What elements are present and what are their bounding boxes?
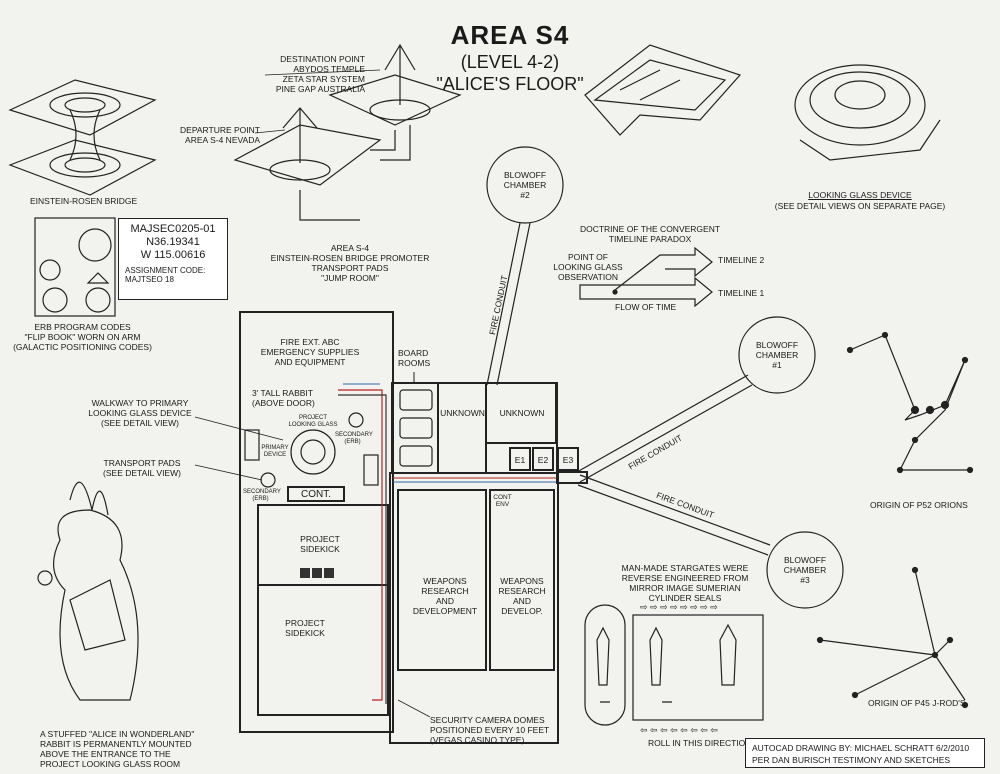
jrod-constellation (816, 566, 969, 709)
blowoff-chamber-2 (486, 146, 564, 224)
transport-leader (194, 464, 263, 481)
rabbit-note: A STUFFED "ALICE IN WONDERLAND"RABBIT IS… (40, 729, 195, 769)
roll-arrows: ⇨ ⇨ ⇨ ⇨ ⇨ ⇨ ⇨ ⇨ ⇦ ⇦ ⇦ ⇦ ⇦ ⇦ ⇦ ⇦ (640, 602, 718, 735)
jrod-label: ORIGIN OF P45 J-ROD'S (868, 698, 966, 708)
credit-line-1: AUTOCAD DRAWING BY: MICHAEL SCHRATT 6/2/… (752, 743, 970, 753)
credit-box: AUTOCAD DRAWING BY: MICHAEL SCHRATT 6/2/… (745, 738, 985, 768)
secondary-label-2: SECONDARY(ERB) (243, 489, 281, 502)
facility-3d-drawing (584, 44, 742, 136)
e3-label: E3 (562, 455, 574, 465)
orion-label: ORIGIN OF P52 ORIONS (870, 500, 968, 510)
e1-label: E1 (514, 455, 526, 465)
white-rabbit-drawing (37, 481, 139, 701)
e2-label: E2 (537, 455, 549, 465)
credit-line-2: PER DAN BURISCH TESTIMONY AND SKETCHES (752, 755, 951, 765)
looking-glass-label: LOOKING GLASS DEVICE (808, 190, 912, 200)
code-w: W 115.00616 (140, 249, 206, 261)
orion-constellation (846, 331, 974, 474)
erb-program-label: ERB PROGRAM CODES"FLIP BOOK" WORN ON ARM… (13, 322, 152, 352)
flow-of-time-label: FLOW OF TIME (615, 302, 677, 312)
fire-conduit-2 (486, 222, 531, 386)
roll-label: ROLL IN THIS DIRECTION (648, 738, 752, 748)
rabbit-door-label: 3' TALL RABBIT(ABOVE DOOR) (252, 388, 315, 408)
code-value: MAJTSEO 18 (125, 275, 174, 284)
unknown-2: UNKNOWN (499, 408, 545, 418)
looking-glass-device-drawing (794, 64, 941, 161)
jump-room-drawing (233, 43, 462, 221)
secondary-label-1: SECONDARY(ERB) (335, 432, 373, 445)
fire-conduit-3 (577, 474, 771, 556)
walkway-leader (194, 416, 284, 441)
unknown-1: UNKNOWN (440, 408, 485, 418)
subtitle-alice: "ALICE'S FLOOR" (436, 74, 584, 94)
point-leaders (254, 69, 381, 134)
board-room-tables (399, 389, 433, 467)
blowoff-chamber-1 (738, 316, 816, 394)
transport-pads-label: TRANSPORT PADS(SEE DETAIL VIEW) (103, 458, 181, 478)
erb-code-box: MAJSEC0205-01 N36.19341 W 115.00616 ASSI… (118, 218, 228, 300)
looking-glass-sub: (SEE DETAIL VIEWS ON SEPARATE PAGE) (774, 201, 946, 211)
svg-text:⇨ ⇨ ⇨ ⇨ ⇨ ⇨ ⇨ ⇨: ⇨ ⇨ ⇨ ⇨ ⇨ ⇨ ⇨ ⇨ (640, 602, 718, 612)
blowoff-chamber-3 (766, 531, 844, 609)
fire-conduit-1 (576, 374, 753, 483)
code-n: N36.19341 (146, 236, 200, 248)
einstein-rosen-bridge-drawing (8, 79, 157, 196)
cont-label: CONT. (301, 489, 331, 500)
timeline-2-label: TIMELINE 2 (718, 255, 765, 265)
subtitle-level: (LEVEL 4-2) (460, 52, 560, 72)
timeline-1-label: TIMELINE 1 (718, 288, 765, 298)
einstein-rosen-label: EINSTEIN-ROSEN BRIDGE (30, 196, 138, 206)
floor-plan (239, 311, 588, 744)
code-assign: ASSIGNMENT CODE: (125, 266, 206, 275)
code-main: MAJSEC0205-01 (130, 223, 216, 235)
svg-text:⇦ ⇦ ⇦ ⇦ ⇦ ⇦ ⇦ ⇦: ⇦ ⇦ ⇦ ⇦ ⇦ ⇦ ⇦ ⇦ (640, 725, 718, 735)
flip-book-drawing (34, 217, 116, 317)
camera-leader (397, 699, 431, 718)
cylinder-seal-drawing (584, 604, 764, 726)
page-title: AREA S4 (450, 20, 570, 50)
timeline-diagram (579, 246, 713, 308)
